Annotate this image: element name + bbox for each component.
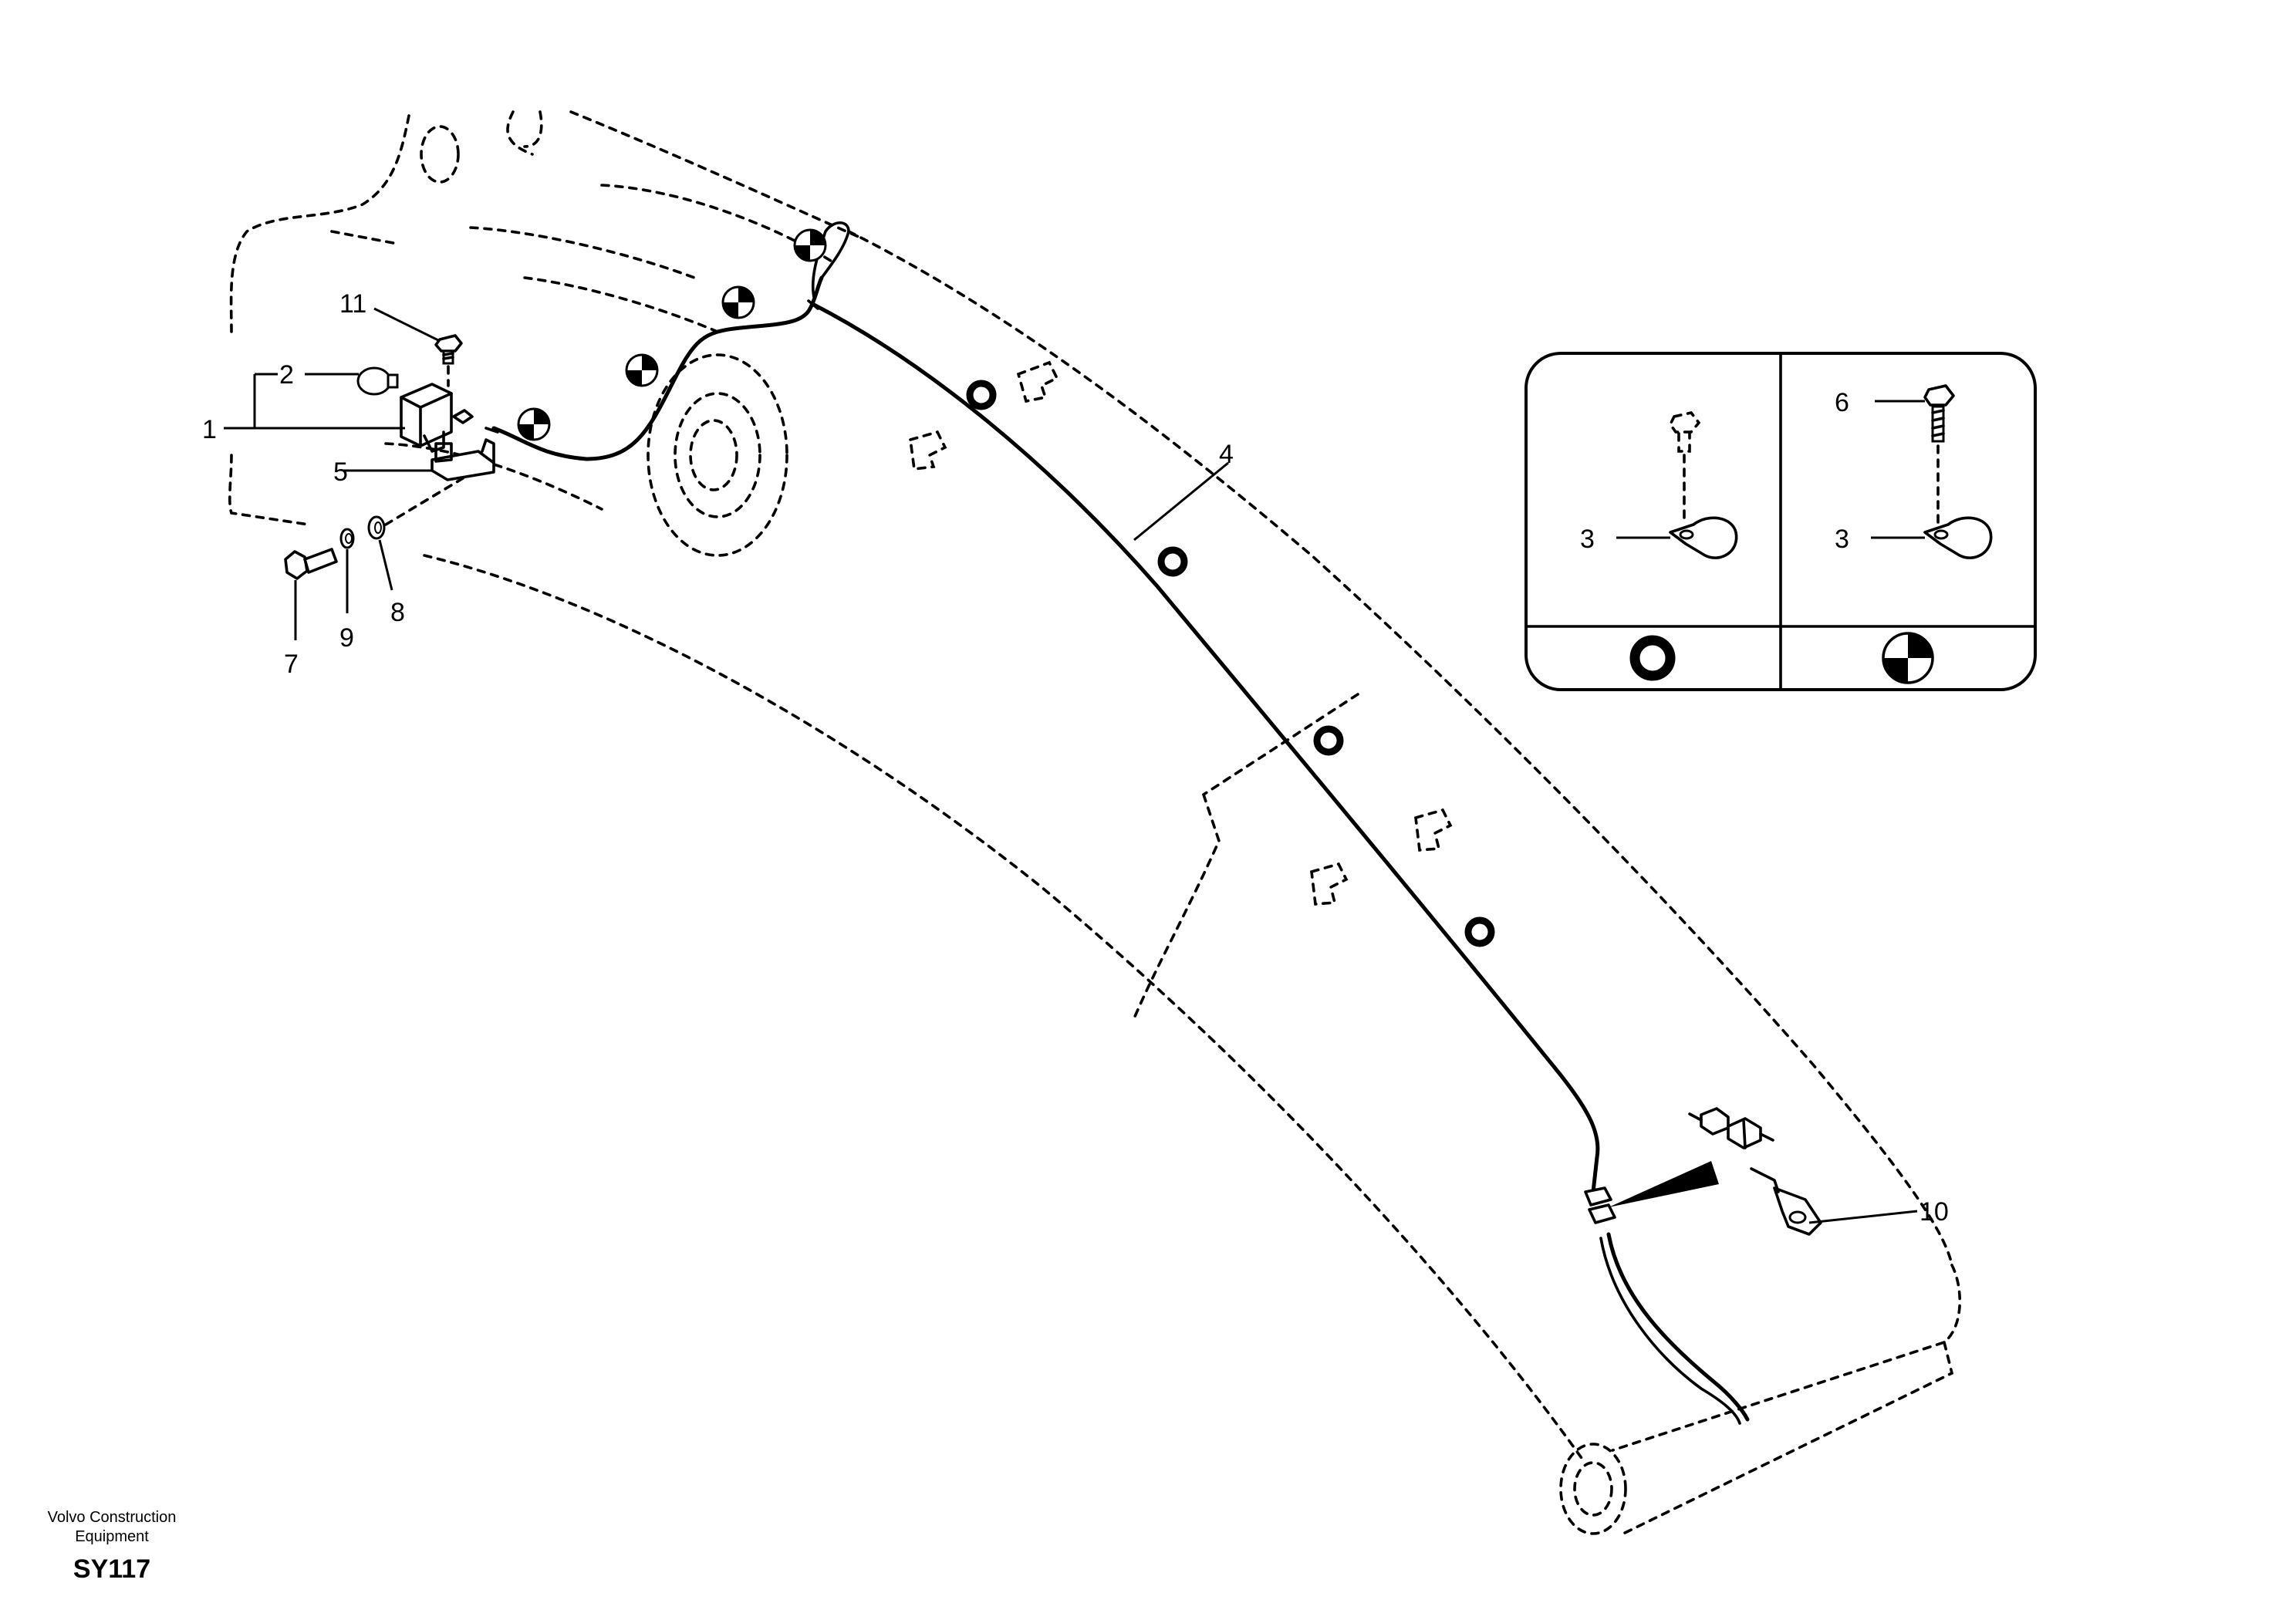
brand-line-1: Volvo Construction xyxy=(48,1509,177,1526)
callout-1: 1 xyxy=(202,415,217,444)
quartered-disc-icon xyxy=(625,353,659,387)
ring-clip-icon xyxy=(1157,546,1188,577)
ring-clip-icon xyxy=(1313,725,1344,756)
ring-clip-icon xyxy=(1464,916,1495,947)
washer-icon xyxy=(339,528,355,549)
callout-6: 6 xyxy=(1835,388,1849,417)
boom-outline xyxy=(228,110,1962,1537)
clamp-detail-left: 3 xyxy=(1580,410,1738,559)
callout-3-right: 3 xyxy=(1835,525,1849,554)
callout-5: 5 xyxy=(333,457,348,487)
clip-markers xyxy=(517,228,1495,947)
washer-icon xyxy=(367,515,386,540)
callout-labels: 1 2 5 11 4 7 9 8 10 xyxy=(202,289,1949,1227)
callout-2: 2 xyxy=(279,360,294,390)
bulb-icon xyxy=(356,366,399,396)
ring-clip-icon xyxy=(1629,635,1676,681)
quartered-disc-icon xyxy=(1882,632,1934,684)
quartered-disc-icon xyxy=(721,285,755,319)
callout-9: 9 xyxy=(339,623,354,653)
callout-4: 4 xyxy=(1219,440,1234,469)
quartered-disc-icon xyxy=(793,228,827,262)
legend-box: 3 3 6 xyxy=(1524,352,2037,691)
callout-3-left: 3 xyxy=(1580,525,1595,554)
callout-10: 10 xyxy=(1920,1197,1949,1227)
footer: Volvo Construction Equipment SY117 xyxy=(48,1509,177,1584)
bolt-icon xyxy=(434,334,463,365)
brand-line-2: Equipment xyxy=(75,1528,149,1545)
callout-8: 8 xyxy=(390,598,405,627)
ring-clip-icon xyxy=(966,380,997,410)
bolt-icon xyxy=(284,548,338,580)
diagram-code: SY117 xyxy=(73,1554,150,1584)
callout-7: 7 xyxy=(284,650,299,679)
callout-11: 11 xyxy=(339,289,366,319)
work-lamp-assembly xyxy=(284,334,499,580)
quartered-disc-icon xyxy=(517,407,551,441)
leader-lines xyxy=(224,307,1918,1224)
wire-harness xyxy=(491,221,1750,1425)
clamp-detail-right: 3 6 xyxy=(1835,384,1993,559)
connector-detail xyxy=(1584,1107,1822,1236)
